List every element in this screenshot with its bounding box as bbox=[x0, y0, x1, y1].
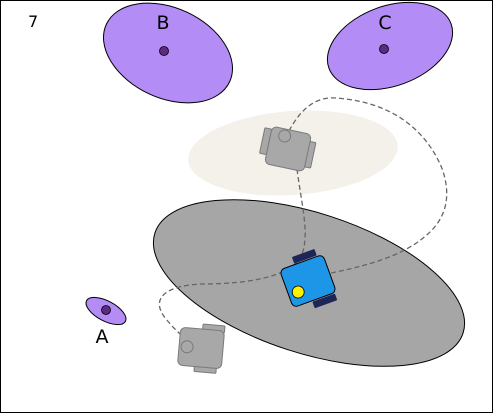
robot-ghost-icon bbox=[177, 327, 225, 369]
landmark-b-label: B bbox=[156, 12, 169, 34]
landmark-a-marker bbox=[101, 305, 111, 315]
landmark-a: A bbox=[85, 296, 127, 348]
landmark-c-uncertainty bbox=[326, 1, 454, 91]
frame-number: 7 bbox=[28, 12, 39, 31]
landmark-c: C bbox=[326, 1, 454, 91]
robot-current-sensor bbox=[291, 285, 305, 299]
landmark-a-label: A bbox=[96, 326, 109, 348]
landmark-b-marker bbox=[159, 46, 169, 56]
robot-ghost-past-sensor bbox=[278, 129, 292, 143]
robot-current-wheel-bottom bbox=[312, 293, 338, 309]
robot-trajectory bbox=[158, 97, 448, 342]
robot-ghost-start-sensor bbox=[180, 340, 194, 354]
robot-ghost-start bbox=[177, 323, 226, 374]
robot-current-wheel-top bbox=[292, 249, 317, 264]
landmark-b: B bbox=[103, 2, 233, 104]
robot-ghost-icon bbox=[264, 126, 312, 172]
landmark-c-label: C bbox=[378, 12, 391, 34]
robot-ghost-past bbox=[259, 126, 317, 172]
landmark-c-marker bbox=[379, 44, 389, 54]
robot-current bbox=[280, 249, 338, 309]
